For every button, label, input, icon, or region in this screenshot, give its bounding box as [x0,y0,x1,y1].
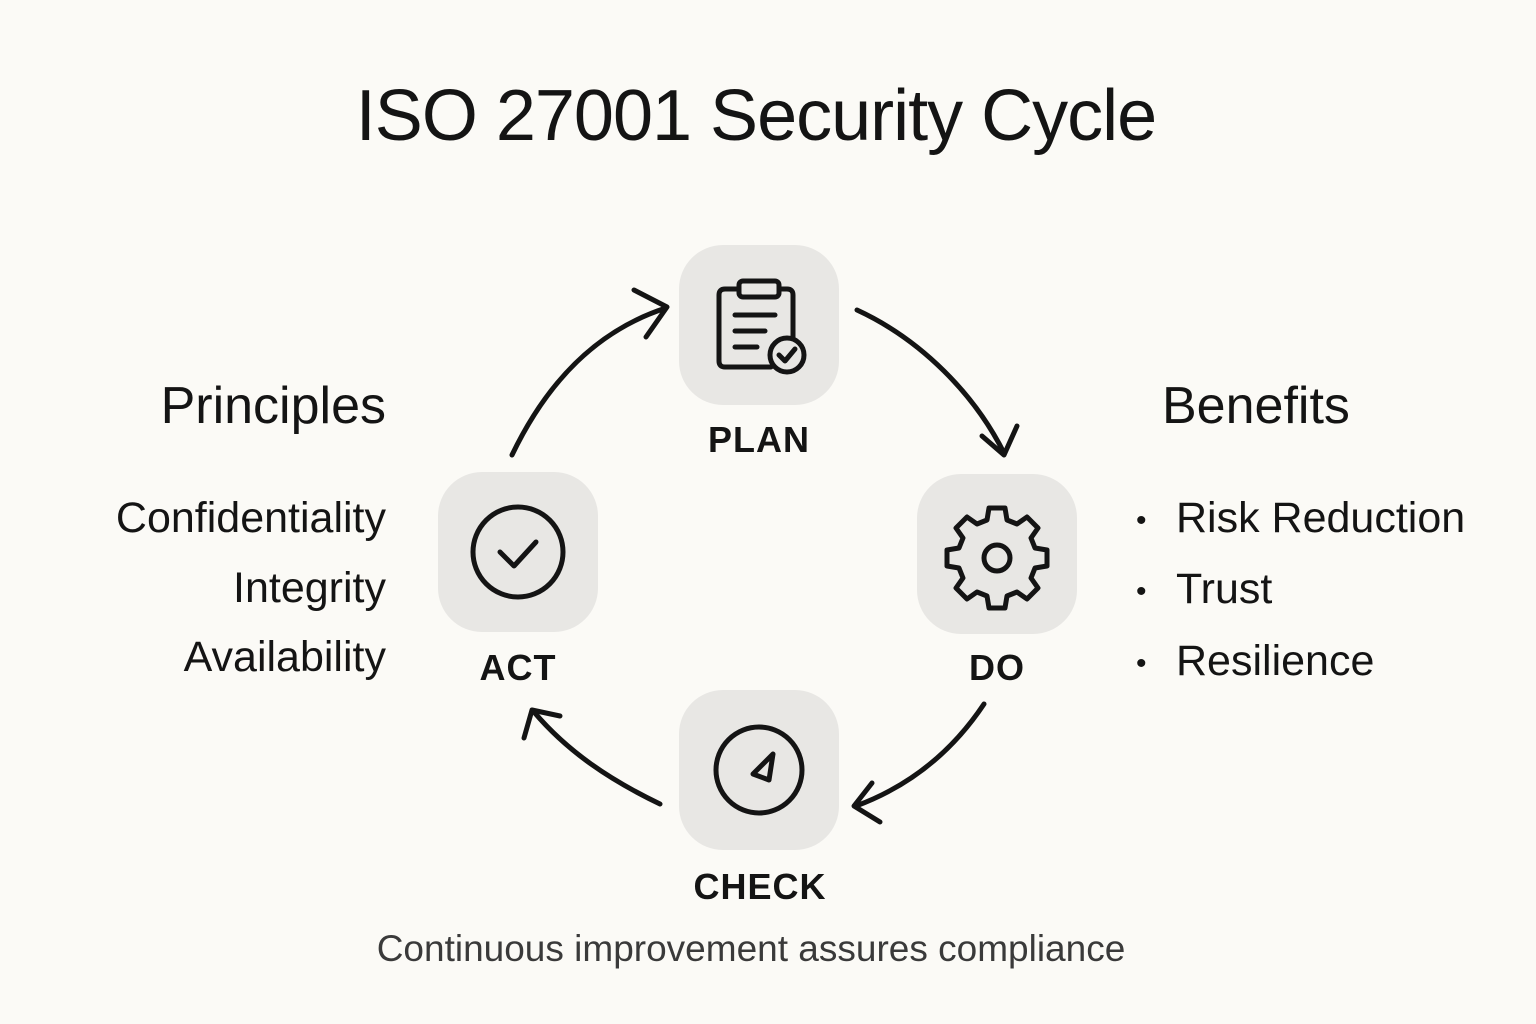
compass-icon [713,724,805,816]
arrow-plan-to-do [854,307,1007,456]
benefit-label: Resilience [1176,636,1375,685]
act-stage-label: ACT [479,647,557,688]
check-stage-label: CHECK [693,866,827,907]
plan-stage-label: PLAN [708,419,810,460]
principle-item-integrity: Integrity [233,563,386,612]
check-circle-icon [470,504,566,600]
arrow-check-to-act [531,709,663,807]
benefit-item-resilience: • Resilience [1136,627,1465,698]
arrowhead-check-to-act [521,707,563,741]
principle-item-availability: Availability [183,633,386,681]
bullet-icon: • [1136,575,1147,609]
gear-icon [944,505,1050,611]
benefit-item-trust: • Trust [1136,555,1465,626]
principles-heading: Principles [160,377,386,435]
do-stage-tile [917,474,1077,634]
bullet-icon: • [1136,503,1147,537]
do-stage-label: DO [969,647,1025,688]
arrowhead-do-to-check [851,780,883,825]
clipboard-check-icon [716,278,807,375]
footer-caption: Continuous improvement assures complianc… [376,928,1126,969]
benefit-label: Trust [1176,565,1273,614]
benefits-list: • Risk Reduction • Trust • Resilience [1136,484,1465,698]
diagram-title: ISO 27001 Security Cycle [355,76,1157,156]
bullet-icon: • [1136,646,1147,680]
benefit-item-risk-reduction: • Risk Reduction [1136,484,1465,555]
arrowhead-plan-to-do [979,423,1020,458]
arrowhead-act-to-plan [631,287,670,340]
act-stage-tile [438,472,598,632]
check-stage-tile [679,690,839,850]
plan-stage-tile [679,245,839,405]
principles-list: Confidentiality Integrity Availability [116,484,386,693]
arrow-act-to-plan [509,305,669,458]
benefit-label: Risk Reduction [1176,494,1466,542]
arrow-do-to-check [853,701,987,809]
benefits-heading: Benefits [1162,377,1350,435]
principle-item-confidentiality: Confidentiality [115,494,386,542]
